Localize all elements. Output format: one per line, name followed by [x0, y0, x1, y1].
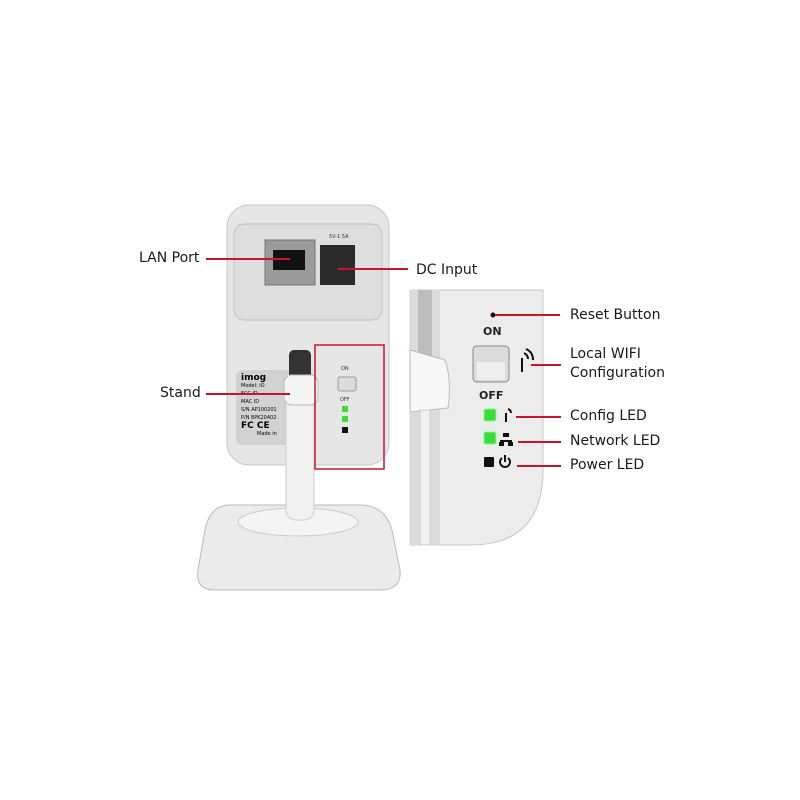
- product-label: [236, 370, 296, 445]
- network-led: [483, 431, 497, 445]
- stand-label: Stand: [160, 385, 201, 401]
- dc-input-line: [338, 268, 408, 270]
- dc-input-label: DC Input: [416, 262, 478, 278]
- dc-input-jack: [320, 245, 355, 285]
- power-led: [484, 457, 494, 467]
- reset-line: [495, 314, 560, 316]
- switch-off-label: OFF: [479, 389, 504, 402]
- lan-port-label: LAN Port: [139, 250, 200, 266]
- switch-on-label: ON: [483, 325, 502, 338]
- zoomed-control-panel: [409, 289, 544, 546]
- power-led-label: Power LED: [570, 457, 645, 473]
- config-antenna-icon: [505, 408, 512, 422]
- power-led-line: [517, 465, 561, 467]
- zoom-highlight-box: [314, 344, 385, 470]
- lan-port-line: [206, 258, 290, 260]
- power-rating: 5V-1.5A: [329, 234, 349, 240]
- switch-off-small: OFF: [340, 397, 350, 403]
- network-icon: [499, 433, 513, 446]
- power-icon: [499, 455, 511, 468]
- config-led-label: Config LED: [570, 408, 647, 424]
- wifi-config-line: [531, 364, 561, 366]
- switch-on-small: ON: [341, 366, 349, 372]
- config-led-line: [516, 416, 561, 418]
- local-wifi-label: Local WIFI Configuration: [570, 346, 665, 381]
- config-led: [483, 408, 497, 422]
- network-led-label: Network LED: [570, 433, 661, 449]
- reset-button-label: Reset Button: [570, 307, 661, 323]
- stand-line: [206, 393, 290, 395]
- label-text: imog Model: iO FCC ID MAC ID S/N AP10020…: [241, 373, 277, 438]
- wifi-antenna-icon: [521, 348, 534, 372]
- reset-button-hole: [490, 312, 496, 318]
- network-led-line: [518, 441, 561, 443]
